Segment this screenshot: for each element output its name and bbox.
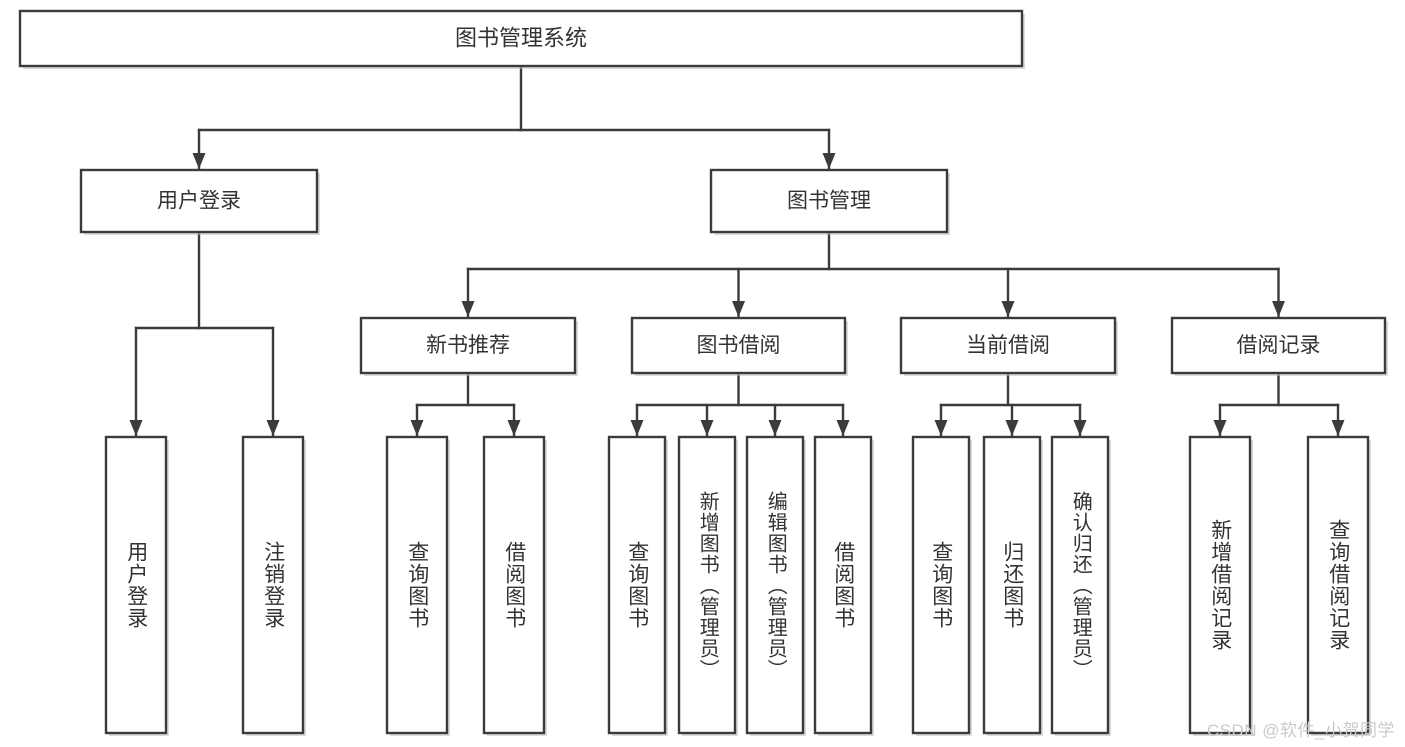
arrow-head bbox=[192, 153, 206, 169]
arrow-head bbox=[461, 301, 475, 317]
box-outline bbox=[79, 168, 319, 234]
leaf-node-10[interactable] bbox=[1050, 435, 1111, 736]
arrow-head bbox=[630, 420, 644, 436]
arrow-head bbox=[934, 420, 948, 436]
leaf-node-2[interactable] bbox=[385, 435, 450, 736]
level2-node-label-1: 图书借阅 bbox=[697, 334, 781, 357]
arrow-head bbox=[732, 301, 745, 317]
leaf-node-12[interactable] bbox=[1306, 435, 1371, 736]
arrow-head bbox=[507, 420, 521, 436]
arrow-head bbox=[266, 420, 280, 436]
leaf-node-11[interactable] bbox=[1188, 435, 1253, 736]
box-outline bbox=[899, 316, 1117, 375]
level1-node-label-1: 图书管理 bbox=[787, 190, 871, 213]
box-outline bbox=[813, 435, 873, 735]
level2-node-label-0: 新书推荐 bbox=[426, 334, 510, 357]
box-outline bbox=[1170, 316, 1387, 375]
arrow-head bbox=[129, 420, 143, 436]
level1-node-0[interactable] bbox=[79, 168, 320, 235]
box-outline bbox=[241, 435, 305, 735]
level1-node-1[interactable] bbox=[709, 168, 950, 235]
arrow-head bbox=[822, 153, 836, 169]
leaf-node-1[interactable] bbox=[241, 435, 306, 736]
box-outline bbox=[607, 435, 667, 735]
arrow-head bbox=[1331, 420, 1345, 436]
level2-node-2[interactable] bbox=[899, 316, 1118, 376]
leaf-node-8[interactable] bbox=[911, 435, 972, 736]
leaf-node-4[interactable] bbox=[607, 435, 668, 736]
box-outline bbox=[359, 316, 577, 375]
box-outline bbox=[104, 435, 168, 735]
arrow-head bbox=[1213, 420, 1227, 436]
arrow-head bbox=[1005, 420, 1019, 436]
box-outline bbox=[1188, 435, 1252, 735]
level2-node-1[interactable] bbox=[630, 316, 848, 376]
arrow-head bbox=[410, 420, 424, 436]
box-outline bbox=[1050, 435, 1110, 735]
box-outline bbox=[1306, 435, 1370, 735]
leaf-node-0[interactable] bbox=[104, 435, 169, 736]
leaf-node-7[interactable] bbox=[813, 435, 874, 736]
level2-node-label-3: 借阅记录 bbox=[1237, 334, 1321, 357]
leaf-node-5[interactable] bbox=[677, 435, 738, 736]
leaf-node-6[interactable] bbox=[745, 435, 806, 736]
leaf-node-3[interactable] bbox=[482, 435, 547, 736]
arrow-head bbox=[768, 420, 782, 436]
level2-node-0[interactable] bbox=[359, 316, 578, 376]
box-outline bbox=[677, 435, 737, 735]
leaf-node-9[interactable] bbox=[982, 435, 1043, 736]
box-outline bbox=[630, 316, 847, 375]
root-node-0[interactable] bbox=[18, 9, 1025, 69]
arrow-head bbox=[1272, 301, 1285, 317]
level2-node-label-2: 当前借阅 bbox=[966, 334, 1050, 357]
box-outline bbox=[709, 168, 949, 234]
level1-node-label-0: 用户登录 bbox=[157, 190, 241, 213]
arrow-head bbox=[1073, 420, 1087, 436]
arrow-head bbox=[836, 420, 850, 436]
box-outline bbox=[982, 435, 1042, 735]
root-node-label-0: 图书管理系统 bbox=[455, 25, 587, 50]
box-outline bbox=[482, 435, 546, 735]
level2-node-3[interactable] bbox=[1170, 316, 1388, 376]
arrow-head bbox=[1001, 301, 1015, 317]
box-outline bbox=[745, 435, 805, 735]
arrow-head bbox=[700, 420, 714, 436]
box-outline bbox=[18, 9, 1024, 68]
box-outline bbox=[385, 435, 449, 735]
box-outline bbox=[911, 435, 971, 735]
